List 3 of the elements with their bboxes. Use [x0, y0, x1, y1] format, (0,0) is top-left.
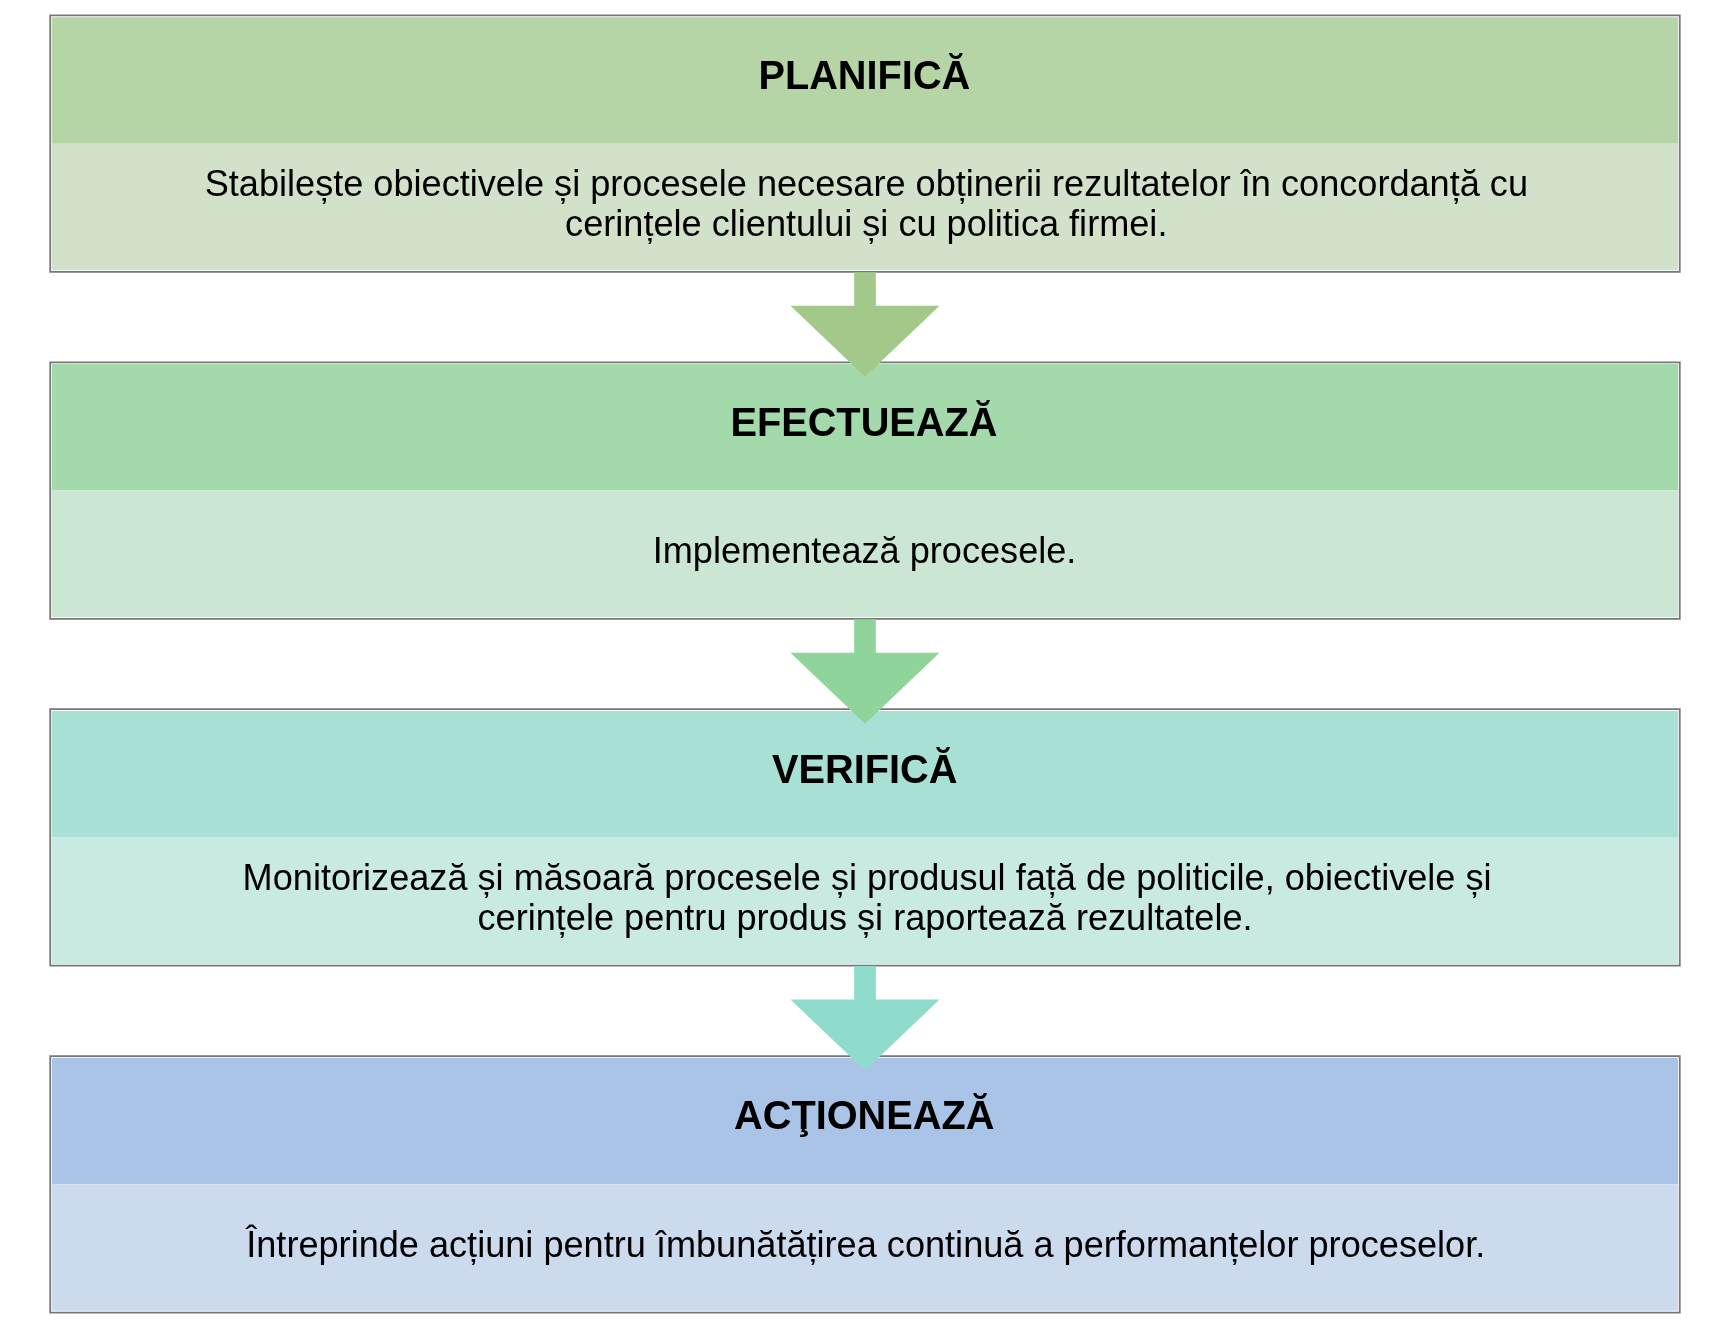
arrow [790, 619, 940, 724]
arrow [790, 272, 940, 377]
arrow [790, 966, 940, 1071]
